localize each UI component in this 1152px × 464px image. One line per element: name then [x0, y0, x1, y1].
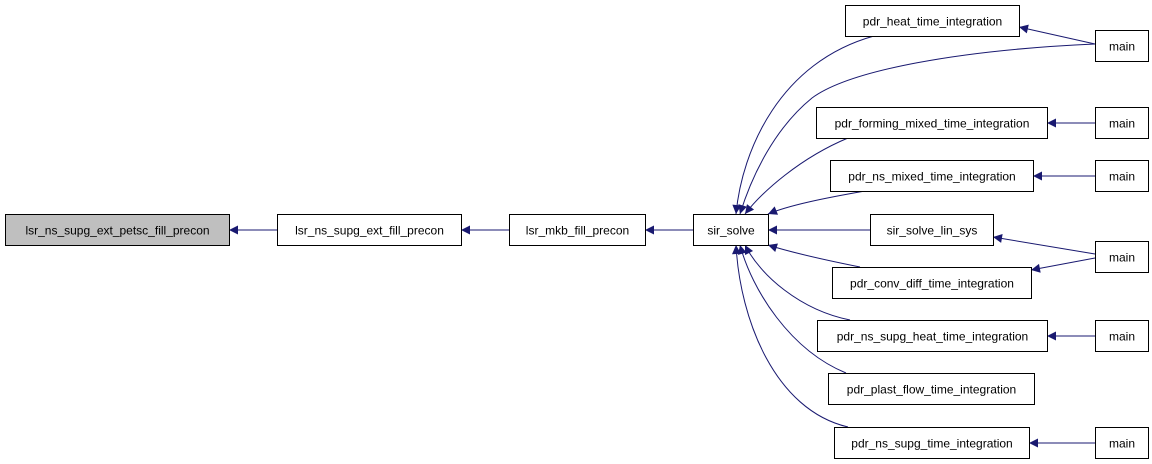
node-sir-solve[interactable]: sir_solve: [693, 214, 769, 246]
node-box: [816, 107, 1048, 139]
node-main5[interactable]: main: [1095, 320, 1149, 352]
node-main3[interactable]: main: [1095, 160, 1149, 192]
edge-plast-to-sir_solve: [737, 244, 847, 374]
edge-main1-to-heat: [1018, 24, 1096, 45]
node-box: [277, 214, 462, 246]
node-box: [845, 5, 1020, 37]
node-label: main: [1109, 170, 1135, 184]
node-conv-diff[interactable]: pdr_conv_diff_time_integration: [832, 267, 1032, 299]
node-label: lsr_ns_supg_ext_petsc_fill_precon: [25, 224, 209, 238]
node-label: main: [1109, 251, 1135, 265]
edge-supg-to-sir_solve: [731, 244, 849, 428]
node-mkb-fill[interactable]: lsr_mkb_fill_precon: [509, 214, 646, 246]
node-supg-heat[interactable]: pdr_ns_supg_heat_time_integration: [817, 320, 1048, 352]
node-forming[interactable]: pdr_forming_mixed_time_integration: [816, 107, 1048, 139]
node-box: [832, 267, 1032, 299]
node-label: pdr_ns_mixed_time_integration: [848, 170, 1015, 184]
node-box: [1095, 160, 1149, 192]
node-label: main: [1109, 330, 1135, 344]
node-box: [817, 320, 1048, 352]
node-box: [1095, 241, 1149, 273]
node-label: pdr_ns_supg_heat_time_integration: [837, 330, 1028, 344]
node-label: pdr_conv_diff_time_integration: [850, 277, 1014, 291]
node-box: [1095, 320, 1149, 352]
node-ext-fill[interactable]: lsr_ns_supg_ext_fill_precon: [277, 214, 462, 246]
node-label: lsr_mkb_fill_precon: [526, 224, 629, 238]
edge-ns_mixed-to-sir_solve: [767, 190, 866, 215]
node-label: sir_solve: [707, 224, 755, 238]
node-label: main: [1109, 437, 1135, 451]
node-label: pdr_forming_mixed_time_integration: [835, 117, 1030, 131]
node-label: main: [1109, 117, 1135, 131]
node-lin-sys[interactable]: sir_solve_lin_sys: [870, 214, 994, 246]
node-heat[interactable]: pdr_heat_time_integration: [845, 5, 1020, 37]
node-main2[interactable]: main: [1095, 107, 1149, 139]
node-box: [509, 214, 646, 246]
edges-layer: [229, 24, 1096, 448]
node-box: [834, 427, 1030, 459]
node-root[interactable]: lsr_ns_supg_ext_petsc_fill_precon: [5, 214, 230, 246]
edge-main1-to-sir_solve: [738, 43, 1096, 215]
node-main4[interactable]: main: [1095, 241, 1149, 273]
node-box: [1095, 107, 1149, 139]
node-box: [1095, 30, 1149, 62]
edge-heat-to-sir_solve: [732, 35, 875, 215]
node-box: [830, 160, 1034, 192]
edge-supg_heat-to-sir_solve: [744, 244, 851, 321]
nodes-layer: lsr_ns_supg_ext_petsc_fill_precon lsr_ns_…: [5, 5, 1149, 459]
edge-forming-to-sir_solve: [744, 137, 849, 215]
node-label: pdr_ns_supg_time_integration: [851, 437, 1012, 451]
edge-main4-to-conv_diff: [1030, 257, 1096, 273]
node-main1[interactable]: main: [1095, 30, 1149, 62]
node-label: sir_solve_lin_sys: [887, 224, 978, 238]
edge-main4-to-lin_sys: [992, 234, 1096, 255]
node-label: pdr_plast_flow_time_integration: [847, 383, 1016, 397]
node-box: [693, 214, 769, 246]
node-main6[interactable]: main: [1095, 427, 1149, 459]
node-ns-mixed[interactable]: pdr_ns_mixed_time_integration: [830, 160, 1034, 192]
node-label: lsr_ns_supg_ext_fill_precon: [295, 224, 444, 238]
node-supg[interactable]: pdr_ns_supg_time_integration: [834, 427, 1030, 459]
edge-conv_diff-to-sir_solve: [767, 243, 861, 268]
node-plast[interactable]: pdr_plast_flow_time_integration: [828, 373, 1035, 405]
node-label: pdr_heat_time_integration: [863, 15, 1002, 29]
node-label: main: [1109, 40, 1135, 54]
node-box: [870, 214, 994, 246]
node-box: [828, 373, 1035, 405]
node-box: [5, 214, 230, 246]
node-box: [1095, 427, 1149, 459]
